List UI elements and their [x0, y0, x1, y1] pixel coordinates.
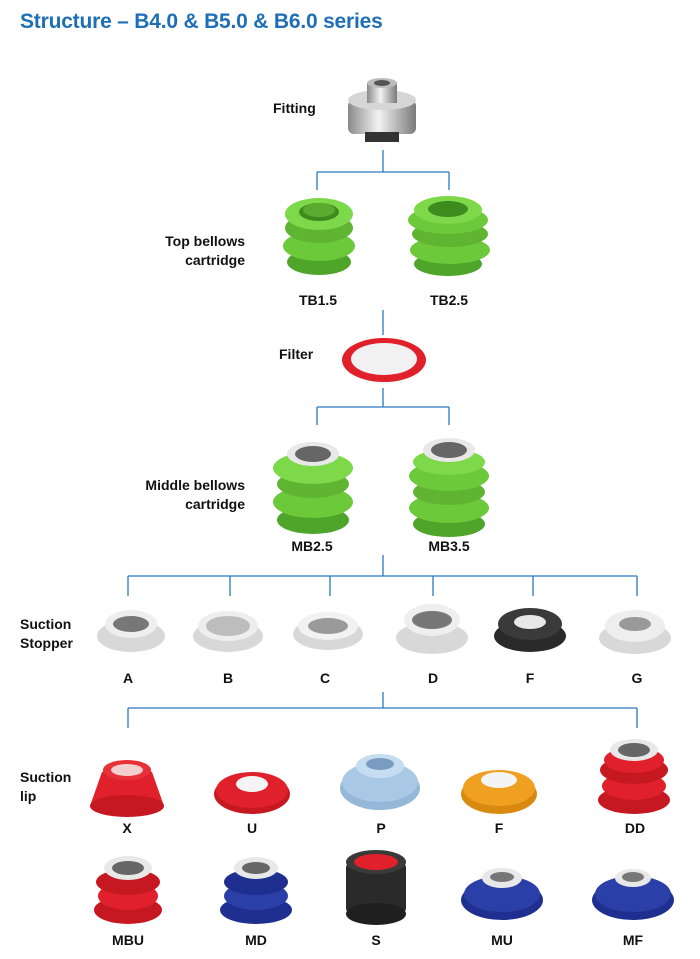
filter-label: Filter: [279, 346, 314, 362]
lip-x-icon: [90, 760, 164, 817]
fitting-label: Fitting: [273, 100, 316, 116]
top-bellows-label-line1: Top bellows: [165, 233, 245, 249]
code-lip-mu: MU: [491, 932, 513, 948]
code-lip-md: MD: [245, 932, 267, 948]
stopper-f-icon: [494, 608, 566, 652]
code-stopper-b: B: [222, 670, 234, 686]
suction-lip-label-line1: Suction: [20, 769, 72, 785]
lip-u-icon: [214, 772, 290, 814]
fitting-icon: [348, 78, 416, 142]
code-lip-u: U: [246, 820, 258, 836]
code-lip-mf: MF: [622, 932, 644, 948]
lip-f-icon: [461, 770, 537, 814]
stopper-b-icon: [193, 611, 263, 652]
code-mb3-5: MB3.5: [428, 538, 470, 554]
middle-bellows-label-line2: cartridge: [185, 496, 245, 512]
code-tb1-5: TB1.5: [298, 292, 338, 308]
filter-icon: [342, 338, 426, 382]
top-bellows-label-line2: cartridge: [185, 252, 245, 268]
stopper-c-icon: [293, 612, 363, 650]
stopper-d-icon: [396, 604, 468, 654]
code-mb2-5: MB2.5: [291, 538, 333, 554]
top-bellows-tb2-5-icon: [408, 196, 490, 276]
code-lip-dd: DD: [624, 820, 646, 836]
lip-dd-icon: [598, 739, 670, 814]
code-lip-mbu: MBU: [112, 932, 144, 948]
lip-s-icon: [346, 850, 406, 925]
code-stopper-a: A: [122, 670, 134, 686]
stopper-g-icon: [599, 610, 671, 654]
suction-stopper-label-line2: Stopper: [20, 635, 73, 651]
suction-stopper-label-line1: Suction: [20, 616, 72, 632]
top-bellows-label: Top bellows cartridge: [140, 232, 245, 270]
code-lip-f: F: [494, 820, 504, 836]
middle-bellows-mb2-5-icon: [273, 442, 353, 534]
suction-lip-label: Suction lip: [20, 768, 71, 806]
code-stopper-g: G: [631, 670, 643, 686]
suction-stopper-label: Suction Stopper: [20, 615, 73, 653]
stopper-a-icon: [97, 610, 165, 652]
middle-bellows-label-line1: Middle bellows: [145, 477, 245, 493]
code-lip-x: X: [122, 820, 132, 836]
suction-lip-label-line2: lip: [20, 788, 37, 804]
top-bellows-tb1-5-icon: [283, 198, 355, 275]
lip-mf-icon: [592, 869, 674, 920]
code-lip-p: P: [376, 820, 386, 836]
lip-mbu-icon: [94, 856, 162, 924]
code-tb2-5: TB2.5: [429, 292, 469, 308]
page-title: Structure – B4.0 & B5.0 & B6.0 series: [20, 10, 383, 33]
lip-p-icon: [340, 754, 420, 810]
code-lip-s: S: [371, 932, 381, 948]
code-stopper-d: D: [427, 670, 439, 686]
lip-md-icon: [220, 857, 292, 924]
middle-bellows-label: Middle bellows cartridge: [120, 476, 245, 514]
code-stopper-f: F: [525, 670, 535, 686]
lip-mu-icon: [461, 868, 543, 920]
code-stopper-c: C: [319, 670, 331, 686]
middle-bellows-mb3-5-icon: [409, 438, 489, 537]
